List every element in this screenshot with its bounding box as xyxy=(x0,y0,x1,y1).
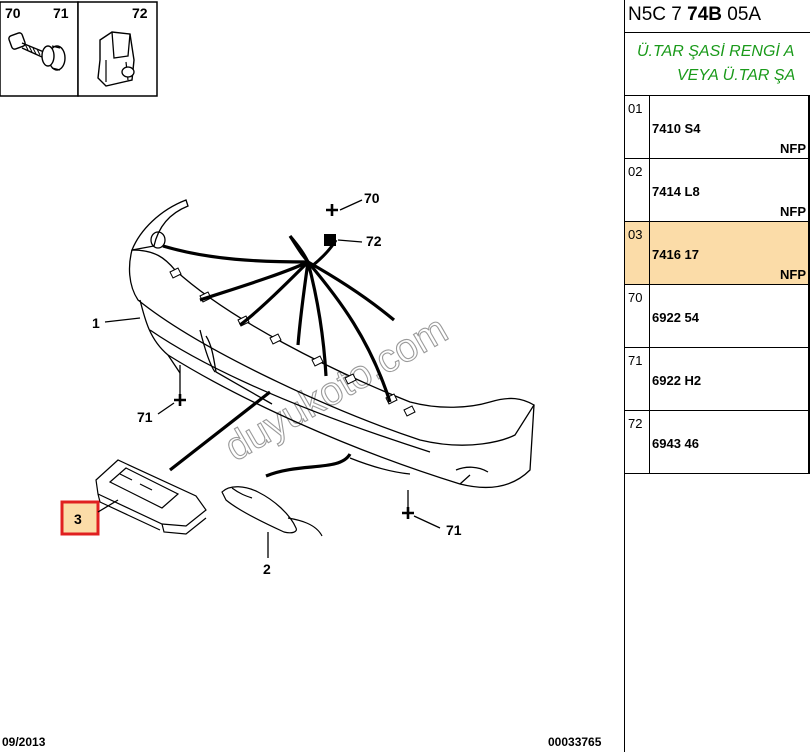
screw-icon xyxy=(8,32,45,58)
callout-3[interactable]: 3 xyxy=(60,499,119,536)
callout-71-right-label: 71 xyxy=(446,522,462,538)
panel-divider xyxy=(624,0,625,752)
watermark: duyukoto.com xyxy=(218,307,456,470)
thumbnail-70-71[interactable]: 70 71 xyxy=(0,1,79,97)
ref-bold: 74B xyxy=(687,4,722,25)
footer-doc-number: 00033765 xyxy=(548,735,602,749)
variant-note: Ü.TAR ŞASİ RENGİ A VEYA Ü.TAR ŞA xyxy=(625,33,810,96)
callout-72[interactable]: 72 xyxy=(324,233,382,249)
reference-header: N5C 7 74B 05A xyxy=(625,0,810,33)
callout-70-label: 70 xyxy=(364,190,380,206)
bumper-part-1[interactable] xyxy=(128,199,535,489)
row-index: 72 xyxy=(628,416,643,431)
row-part-code: 6943 46 xyxy=(652,436,699,451)
callout-2[interactable]: 2 xyxy=(263,532,271,577)
parts-table: 01 7410 S4 NFP 02 7414 L8 NFP 03 7416 17… xyxy=(625,96,810,474)
parts-diagram: 70 71 72 duyukoto.com xyxy=(0,1,602,749)
thumb-label-70: 70 xyxy=(5,5,21,21)
row-note: NFP xyxy=(780,204,806,219)
row-part-code: 7410 S4 xyxy=(652,121,701,136)
thumb-label-72: 72 xyxy=(132,5,148,21)
row-index: 71 xyxy=(628,353,643,368)
parts-row-70[interactable]: 70 6922 54 xyxy=(625,285,810,348)
parts-row-01[interactable]: 01 7410 S4 NFP xyxy=(625,96,810,159)
bracket-link-line xyxy=(169,390,271,472)
row-index: 70 xyxy=(628,290,643,305)
row-part-code: 7416 17 xyxy=(652,247,699,262)
bracket-part-3[interactable] xyxy=(95,459,207,535)
cover-part-2[interactable] xyxy=(221,486,323,537)
callout-72-label: 72 xyxy=(366,233,382,249)
clip-icon xyxy=(97,31,135,87)
parts-row-02[interactable]: 02 7414 L8 NFP xyxy=(625,159,810,222)
row-index: 03 xyxy=(628,227,643,242)
thumb-label-71: 71 xyxy=(53,5,69,21)
row-note: NFP xyxy=(780,267,806,282)
callout-71-left-label: 71 xyxy=(137,409,153,425)
callout-1[interactable]: 1 xyxy=(92,315,141,331)
variant-line-2: VEYA Ü.TAR ŞA xyxy=(677,67,796,84)
callout-2-label: 2 xyxy=(263,561,271,577)
parts-row-71[interactable]: 71 6922 H2 xyxy=(625,348,810,411)
fastener-arc xyxy=(288,235,338,269)
ref-prefix: N5C 7 xyxy=(628,4,682,25)
row-part-code: 6922 H2 xyxy=(652,373,702,388)
row-index: 01 xyxy=(628,101,643,116)
parts-row-03-selected[interactable]: 03 7416 17 NFP xyxy=(625,222,810,285)
variant-line-1: Ü.TAR ŞASİ RENGİ A xyxy=(637,43,795,60)
callout-1-label: 1 xyxy=(92,315,100,331)
row-part-code: 7414 L8 xyxy=(652,184,700,199)
callout-3-label: 3 xyxy=(74,511,82,527)
parts-list-panel: N5C 7 74B 05A Ü.TAR ŞASİ RENGİ A VEYA Ü.… xyxy=(625,0,810,752)
callout-71-right[interactable]: 71 xyxy=(402,490,462,538)
parts-row-72[interactable]: 72 6943 46 xyxy=(625,411,810,474)
cover-link-line xyxy=(265,453,352,478)
callout-70[interactable]: 70 xyxy=(326,190,380,216)
row-index: 02 xyxy=(628,164,643,179)
row-part-code: 6922 54 xyxy=(652,310,699,325)
ref-suffix: 05A xyxy=(727,4,762,25)
row-note: NFP xyxy=(780,141,806,156)
footer-date: 09/2013 xyxy=(2,735,46,749)
callout-71-left[interactable]: 71 xyxy=(137,365,186,425)
thumbnail-72[interactable]: 72 xyxy=(77,1,158,97)
nut-icon xyxy=(41,45,66,71)
bumper-exploded-view: 70 71 72 duyukoto.com xyxy=(0,1,535,577)
